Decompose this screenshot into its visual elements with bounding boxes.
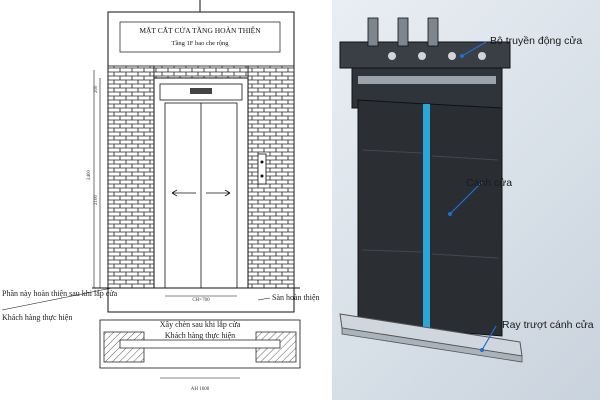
floor-indicator bbox=[190, 88, 212, 94]
drawing-title: MẶT CẮT CỬA TẦNG HOÀN THIỆN bbox=[139, 25, 261, 35]
dim-200: 200 bbox=[94, 85, 99, 93]
left-brick-wall bbox=[107, 65, 155, 289]
sill-rail bbox=[339, 313, 523, 363]
title-box bbox=[119, 21, 281, 53]
dim-ch700: CH=700 bbox=[192, 298, 210, 303]
plan-sill bbox=[119, 339, 281, 349]
dim-2400: 2400 bbox=[87, 170, 92, 181]
door-center-strip bbox=[423, 104, 430, 332]
note-build-after-install: Xây chèn sau khi lắp cửa bbox=[160, 320, 241, 329]
label-door-rail: Ray trượt cánh cửa bbox=[502, 319, 594, 331]
door-panels-photo bbox=[357, 99, 503, 337]
call-button-panel bbox=[257, 153, 267, 185]
dim-2100: 2100 bbox=[94, 195, 99, 206]
leader-line-left bbox=[1, 287, 113, 311]
door-operator-assembly bbox=[339, 17, 511, 109]
top-brick-lintel bbox=[153, 65, 249, 79]
note-customer-does-2: Khách hàng thực hiện bbox=[165, 331, 235, 340]
callout-door-operator: Bộ truyền động cửa bbox=[460, 35, 582, 58]
door-open-arrows bbox=[171, 189, 231, 197]
door-section-drawing: MẶT CẮT CỬA TẦNG HOÀN THIỆN Tầng 1F bao … bbox=[1, 0, 320, 392]
dim-ah1600: AH 1600 bbox=[191, 387, 210, 392]
callout-door-panel: Cánh cửa bbox=[448, 177, 512, 216]
label-door-operator: Bộ truyền động cửa bbox=[490, 35, 582, 47]
callout-door-rail: Ray trượt cánh cửa bbox=[480, 319, 594, 352]
right-brick-wall bbox=[247, 65, 295, 289]
door-photo-panel: Bộ truyền động cửa Cánh cửa Ray trượt cá… bbox=[332, 0, 600, 400]
note-finish-after-install: Phần này hoàn thiện sau khi lắp cửa bbox=[2, 289, 118, 298]
label-door-panel: Cánh cửa bbox=[466, 177, 512, 189]
drawing-subtitle: Tầng 1F bao che rộng bbox=[171, 40, 229, 47]
note-customer-does: Khách hàng thực hiện bbox=[2, 313, 72, 322]
door-mechanism-illustration: Bộ truyền động cửa Cánh cửa Ray trượt cá… bbox=[339, 17, 594, 363]
note-finished-floor: Sàn hoàn thiện bbox=[272, 293, 320, 302]
technical-drawing-panel: MẶT CẮT CỬA TẦNG HOÀN THIỆN Tầng 1F bao … bbox=[1, 0, 320, 392]
